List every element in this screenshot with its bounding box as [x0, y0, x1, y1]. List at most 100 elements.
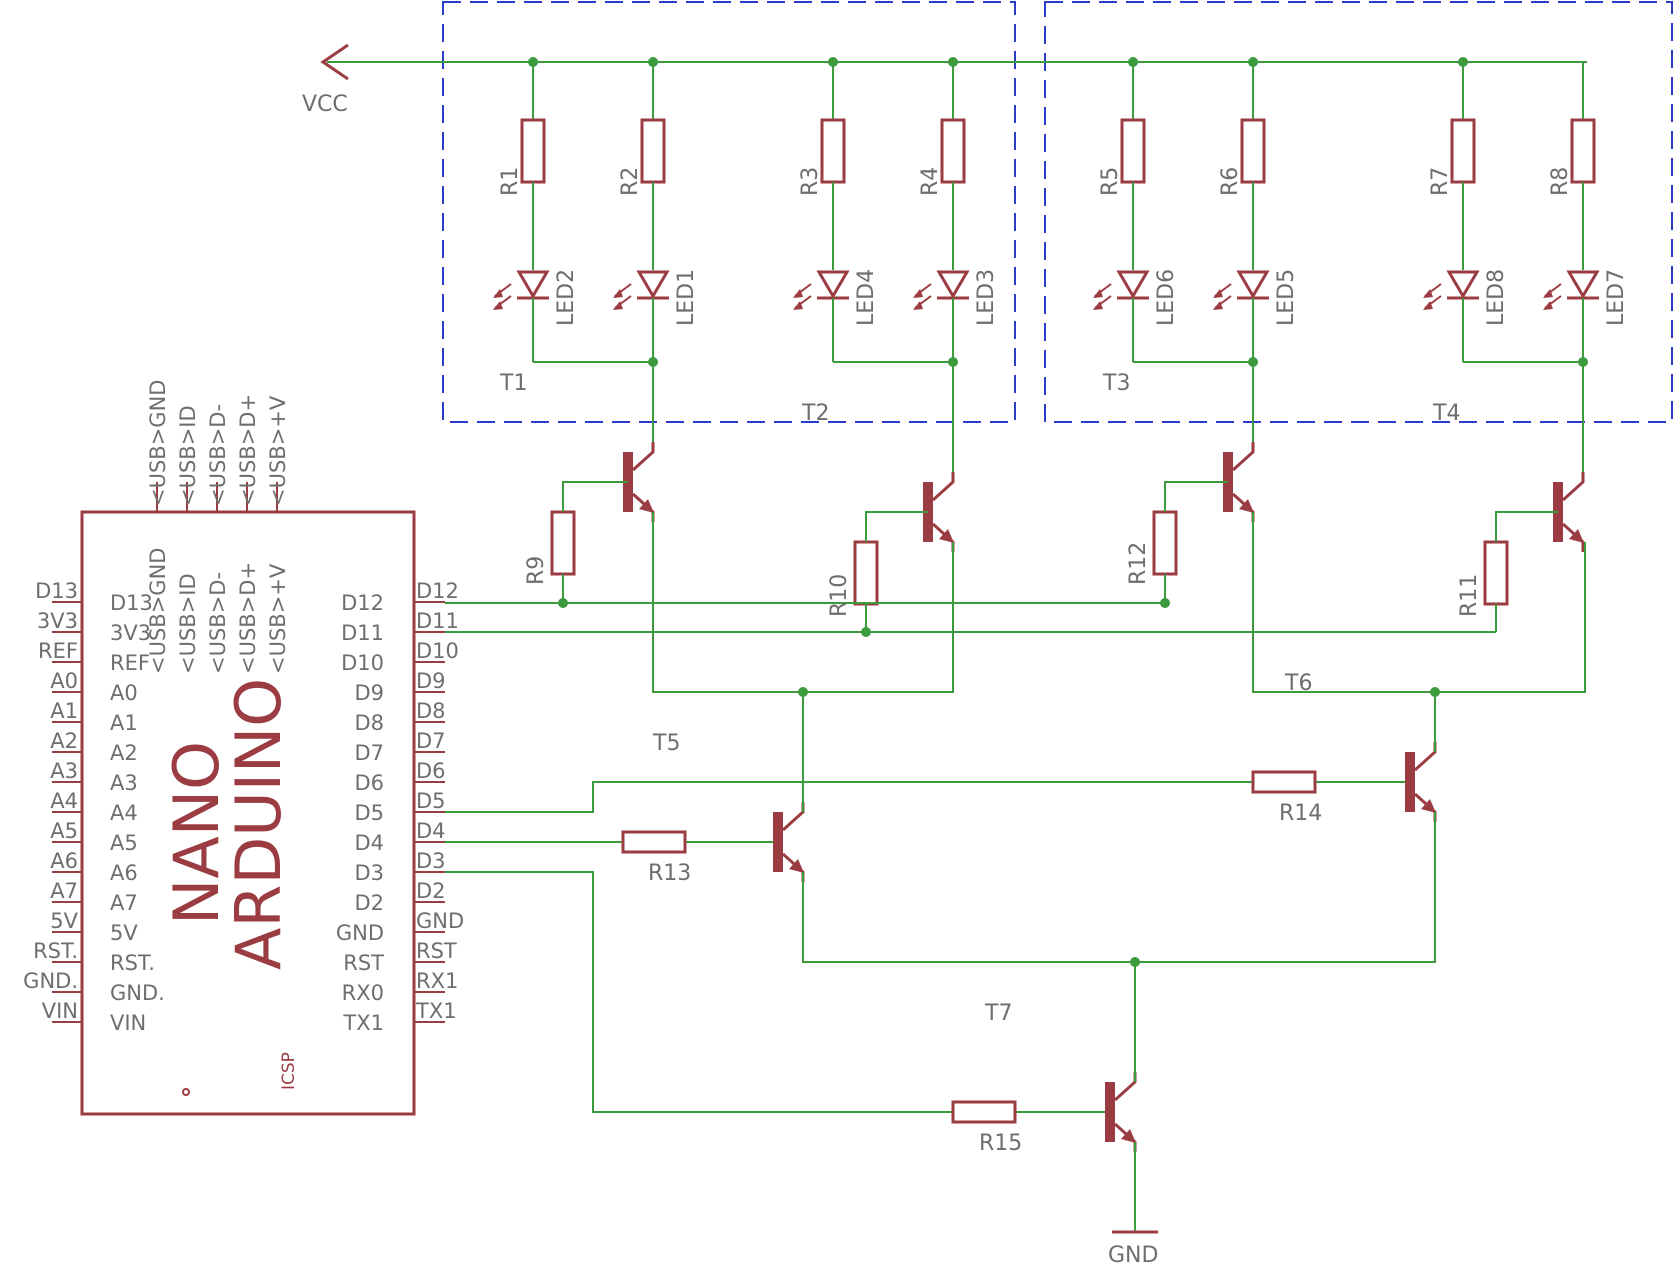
arduino-pin-label: A1 [110, 711, 138, 735]
arduino-outer-pin-label: D11 [416, 609, 459, 633]
junction-dot [828, 57, 838, 67]
arduino-pin-label: D4 [354, 831, 384, 855]
transistor-t7 [1105, 1072, 1137, 1152]
resistor-label-r6: R6 [1218, 167, 1243, 196]
resistor-label-r9: R9 [524, 556, 549, 585]
arduino-pin-label: D6 [354, 771, 384, 795]
led-label-led5: LED5 [1274, 269, 1299, 326]
led-label-led7: LED7 [1604, 269, 1629, 326]
arduino-outer-pin-label: GND. [23, 969, 78, 993]
arduino-outer-pin-label: A5 [50, 819, 78, 843]
resistor-label-r11: R11 [1457, 574, 1482, 617]
led-label-led6: LED6 [1154, 269, 1179, 326]
arduino-outer-pin-label: VIN [42, 999, 78, 1023]
frame-t3-t4 [1044, 1, 1673, 423]
vcc-label: VCC [302, 92, 348, 117]
junction-dot [1248, 357, 1258, 367]
usb-outer-pin-label: <USB>GND [146, 380, 170, 506]
arduino-pin-label: TX1 [342, 1011, 384, 1035]
arduino-outer-pin-label: D2 [416, 879, 446, 903]
led-led1 [636, 270, 670, 299]
transistor-t5 [773, 802, 805, 882]
led-label-led8: LED8 [1484, 269, 1509, 326]
led-label-led3: LED3 [974, 269, 999, 326]
junction-dots [528, 57, 1588, 967]
resistor-label-r8: R8 [1548, 167, 1573, 196]
arduino-pin-label: D5 [354, 801, 384, 825]
arduino-outer-pin-label: A6 [50, 849, 78, 873]
arduino-pin-label: D3 [354, 861, 384, 885]
vcc-symbol: VCC [302, 43, 1587, 117]
arduino-pin-label: 3V3 [110, 621, 151, 645]
junction-dot [1248, 57, 1258, 67]
resistor-r12 [1152, 510, 1178, 576]
junction-dot [948, 357, 958, 367]
led-label-led4: LED4 [854, 269, 879, 326]
resistor-r3 [820, 118, 846, 184]
arduino-outer-pin-label: 5V [50, 909, 78, 933]
arduino-pin-label: RST [343, 951, 384, 975]
arduino-pin-label: RX0 [342, 981, 384, 1005]
arduino-outer-pin-label: D7 [416, 729, 446, 753]
arduino-pin-label: GND [336, 921, 384, 945]
gnd-symbol: GND [1108, 1230, 1158, 1268]
resistor-label-r2: R2 [618, 167, 643, 196]
transistor-label-t7: T7 [984, 1001, 1012, 1026]
junction-dot [648, 57, 658, 67]
arduino-outer-pin-label: RX1 [416, 969, 458, 993]
arduino-pin-label: A2 [110, 741, 138, 765]
arduino-pin-label: A5 [110, 831, 138, 855]
junction-dot [528, 57, 538, 67]
led-led8 [1446, 270, 1480, 299]
arduino-outer-pin-label: D12 [416, 579, 459, 603]
resistor-label-r13: R13 [648, 861, 691, 886]
arduino-pin-label: D12 [341, 591, 384, 615]
junction-dot [948, 57, 958, 67]
arduino-pin-label: D10 [341, 651, 384, 675]
arduino-outer-pin-label: TX1 [415, 999, 457, 1023]
led-led7 [1566, 270, 1600, 299]
arduino-outer-pin-label: REF [38, 639, 78, 663]
resistor-r13: R13 [621, 830, 691, 886]
resistor-r14: R14 [1251, 770, 1322, 826]
arduino-pin-label: D13 [110, 591, 153, 615]
resistor-r2 [640, 118, 666, 184]
arduino-pin-label: A3 [110, 771, 138, 795]
frame-t1-t2 [442, 1, 1016, 423]
arduino-pin-label: VIN [110, 1011, 146, 1035]
transistor-t6 [1405, 742, 1437, 822]
icsp-label: ICSP [279, 1052, 299, 1090]
led-label-led1: LED1 [674, 269, 699, 326]
arduino-pin-label: D2 [354, 891, 384, 915]
arduino-pin-label: A0 [110, 681, 138, 705]
resistor-label-r15: R15 [979, 1131, 1022, 1156]
arduino-outer-pin-label: D6 [416, 759, 446, 783]
usb-outer-pin-label: <USB>ID [176, 405, 200, 506]
arduino-outer-pin-label: GND [416, 909, 464, 933]
group-frames [442, 1, 1673, 423]
arduino-outer-pin-label: A7 [50, 879, 78, 903]
resistor-label-r3: R3 [798, 167, 823, 196]
arduino-outer-pin-label: A4 [50, 789, 78, 813]
resistor-label-r10: R10 [827, 574, 852, 617]
resistor-r4 [940, 118, 966, 184]
resistor-r5 [1120, 118, 1146, 184]
arduino-pin-label: A7 [110, 891, 138, 915]
resistor-label-r12: R12 [1126, 542, 1151, 585]
resistor-r11 [1483, 540, 1509, 606]
resistor-r10 [853, 540, 879, 606]
transistor-symbols [550, 442, 1585, 1152]
resistor-r6 [1240, 118, 1266, 184]
arduino-pin-label: A6 [110, 861, 138, 885]
group-label-t1: T1 [499, 371, 527, 396]
arduino-pin-label: GND. [110, 981, 165, 1005]
arduino-outer-pin-label: A1 [50, 699, 78, 723]
